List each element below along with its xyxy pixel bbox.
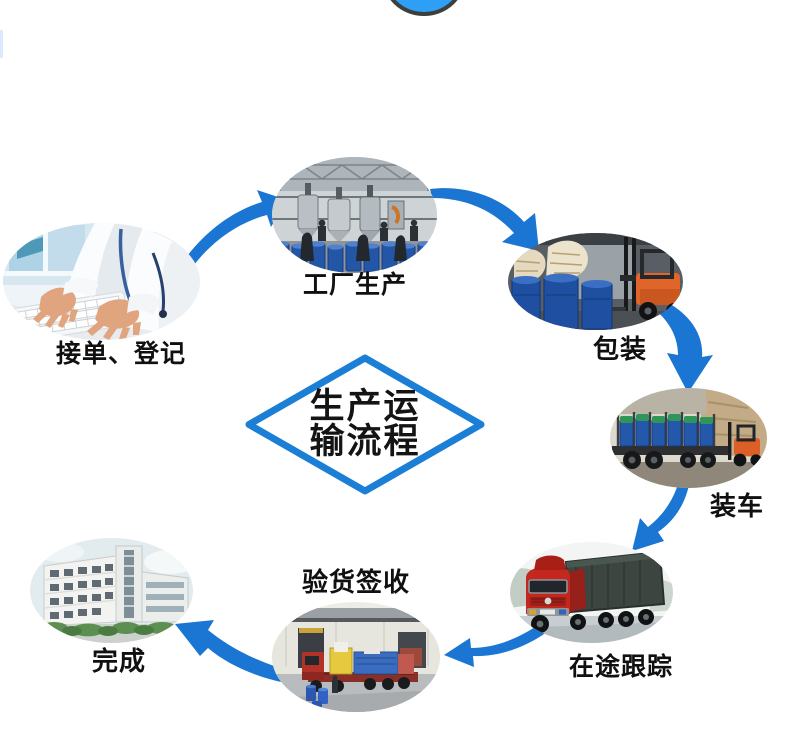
step-photo-inspection xyxy=(272,602,440,712)
diamond-border xyxy=(245,354,485,495)
step-photo-order-registration xyxy=(3,223,200,340)
step-label-factory-production: 工厂生产 xyxy=(302,270,407,299)
center-diamond: 生产运 输流程 xyxy=(243,352,487,497)
step-photo-factory-production xyxy=(272,157,437,273)
step-photo-packaging xyxy=(508,233,683,330)
barrels-shape xyxy=(306,684,328,711)
diamond-title: 生产运 输流程 xyxy=(243,352,487,497)
step-label-in-transit: 在途跟踪 xyxy=(568,652,673,681)
arrow-loading-to-transit xyxy=(632,480,690,551)
step-photo-in-transit xyxy=(510,542,673,643)
left-edge-artifact xyxy=(0,30,3,58)
top-partial-circle-icon xyxy=(390,0,458,16)
step-photo-truck-loading xyxy=(610,388,767,488)
step-photo-complete xyxy=(30,538,193,643)
step-label-order-registration: 接单、登记 xyxy=(55,339,186,368)
diamond-title-line1: 生产运 xyxy=(309,386,421,427)
diamond-title-line2: 输流程 xyxy=(309,421,421,462)
step-label-packaging: 包装 xyxy=(592,335,647,365)
step-label-truck-loading: 装车 xyxy=(709,492,764,522)
step-label-complete: 完成 xyxy=(91,647,146,677)
step-label-inspection: 验货签收 xyxy=(301,568,410,598)
